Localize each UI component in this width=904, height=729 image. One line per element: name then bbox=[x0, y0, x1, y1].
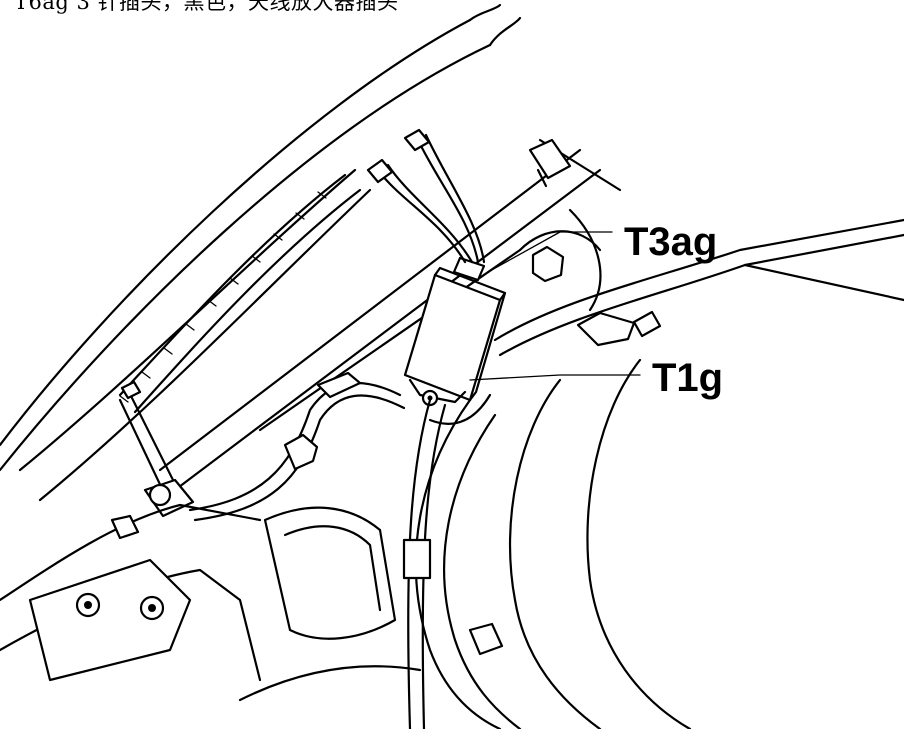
top-clip bbox=[528, 138, 572, 188]
panel-recess bbox=[238, 506, 422, 702]
diagram-caption: T6ag 3 针插头，黑色，天线放大器插头 bbox=[14, 0, 399, 14]
antenna-wires bbox=[366, 128, 486, 264]
left-cable-loop bbox=[188, 371, 406, 522]
coax-cable bbox=[493, 218, 904, 357]
grommet bbox=[518, 230, 602, 283]
lower-bracket bbox=[0, 503, 262, 682]
window-frame-lines bbox=[0, 3, 522, 472]
vertical-cable bbox=[402, 393, 504, 729]
callout-t3ag: T3ag bbox=[624, 220, 718, 264]
mount-post bbox=[118, 380, 195, 518]
body-panel-lines bbox=[158, 138, 622, 492]
small-bolt bbox=[283, 433, 319, 471]
wheel-arch bbox=[414, 358, 692, 729]
antenna-amplifier bbox=[403, 256, 507, 407]
trim-strip bbox=[18, 168, 372, 502]
callout-t1g: T1g bbox=[652, 356, 724, 400]
